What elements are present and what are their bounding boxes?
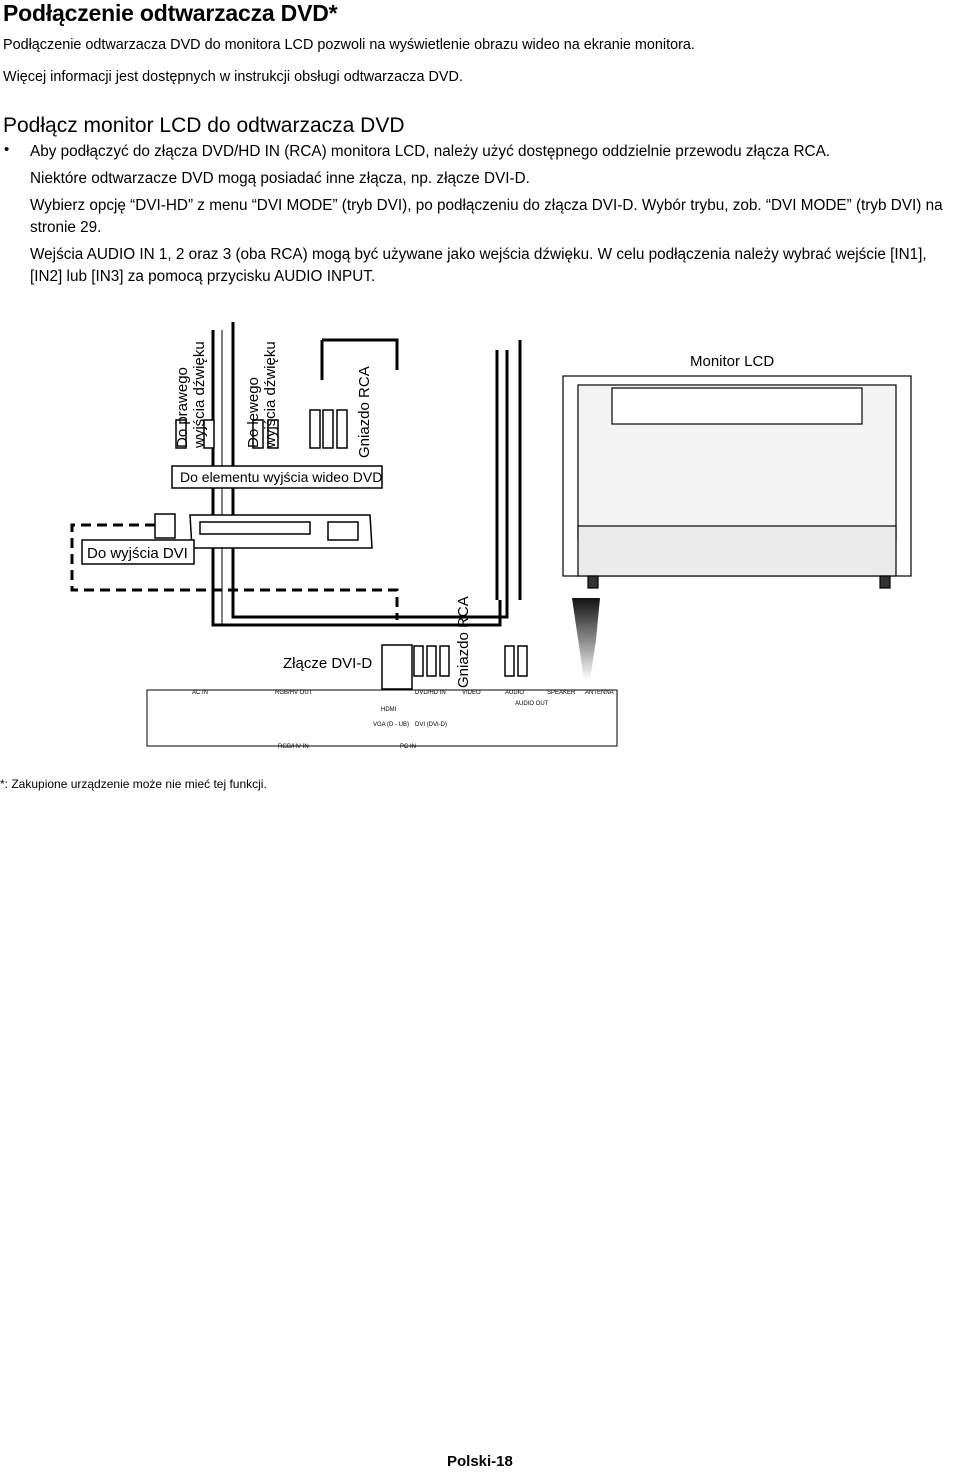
label-dvi-out: Do wyjścia DVI xyxy=(87,545,188,562)
panel-label-video: VIDEO xyxy=(462,690,481,696)
panel-label-speaker: SPEAKER xyxy=(547,690,576,696)
paragraph-rca: Aby podłączyć do złącza DVD/HD IN (RCA) … xyxy=(30,143,831,160)
label-rca-bottom: Gniazdo RCA xyxy=(455,596,472,688)
label-dvd-video-out: Do elementu wyjścia wideo DVD xyxy=(180,469,382,485)
svg-text:wyjścia dźwięku: wyjścia dźwięku xyxy=(262,341,279,449)
panel-label-hdmi: HDMI xyxy=(381,707,397,713)
connection-diagram: Do prawego wyjścia dźwięku Do lewego wyj… xyxy=(70,322,912,750)
label-left-audio: Do lewego wyjścia dźwięku xyxy=(245,341,279,449)
signal-fade-icon xyxy=(572,598,600,680)
page-title: Podłączenie odtwarzacza DVD* xyxy=(3,0,338,26)
paragraph-dvi-d: Niektóre odtwarzacze DVD mogą posiadać i… xyxy=(30,170,530,187)
dvi-connector-illustration xyxy=(381,644,413,690)
label-monitor: Monitor LCD xyxy=(690,353,774,370)
rca-plugs-bottom xyxy=(413,645,528,677)
intro-line-1: Podłączenie odtwarzacza DVD do monitora … xyxy=(3,37,695,53)
monitor-illustration xyxy=(562,375,912,589)
label-rca-top: Gniazdo RCA xyxy=(356,366,373,458)
panel-label-audio-out: AUDIO OUT xyxy=(515,701,549,707)
panel-label-pc-in: PC IN xyxy=(400,744,416,750)
svg-text:wyjścia dźwięku: wyjścia dźwięku xyxy=(191,341,208,449)
svg-text:Do lewego: Do lewego xyxy=(245,377,262,448)
section-title: Podłącz monitor LCD do odtwarzacza DVD xyxy=(3,114,405,137)
paragraph-audio-in: Wejścia AUDIO IN 1, 2 oraz 3 (oba RCA) m… xyxy=(30,246,927,285)
dvd-player-illustration xyxy=(189,514,373,549)
panel-label-vga: VGA (D - UB) xyxy=(373,722,409,728)
rear-panel-illustration xyxy=(146,689,618,747)
page-number: Polski-18 xyxy=(447,1453,513,1470)
panel-label-dvi: DVI (DVI-D) xyxy=(415,722,447,728)
panel-label-rgbhv-in: RGB/HV IN xyxy=(278,744,309,750)
dvi-cable xyxy=(70,523,399,620)
rca-plugs-top xyxy=(175,409,348,449)
label-dvi-connector: Złącze DVI-D xyxy=(283,655,372,672)
panel-label-audio: AUDIO xyxy=(505,690,524,696)
panel-label-rgbhv-out: RGB/HV OUT xyxy=(275,690,313,696)
intro-line-2: Więcej informacji jest dostępnych w inst… xyxy=(3,69,463,85)
footnote: *: Zakupione urządzenie może nie mieć te… xyxy=(0,777,267,791)
panel-label-ac-in: AC IN xyxy=(192,690,208,696)
panel-label-antenna: ANTENNA xyxy=(585,690,614,696)
panel-label-dvd-hd-in: DVD/HD IN xyxy=(415,690,446,696)
label-right-audio: Do prawego wyjścia dźwięku xyxy=(174,341,208,449)
paragraph-dvi-mode: Wybierz opcję “DVI-HD” z menu “DVI MODE”… xyxy=(30,197,943,236)
bullet-icon: • xyxy=(4,141,10,158)
svg-text:Do prawego: Do prawego xyxy=(174,367,191,448)
